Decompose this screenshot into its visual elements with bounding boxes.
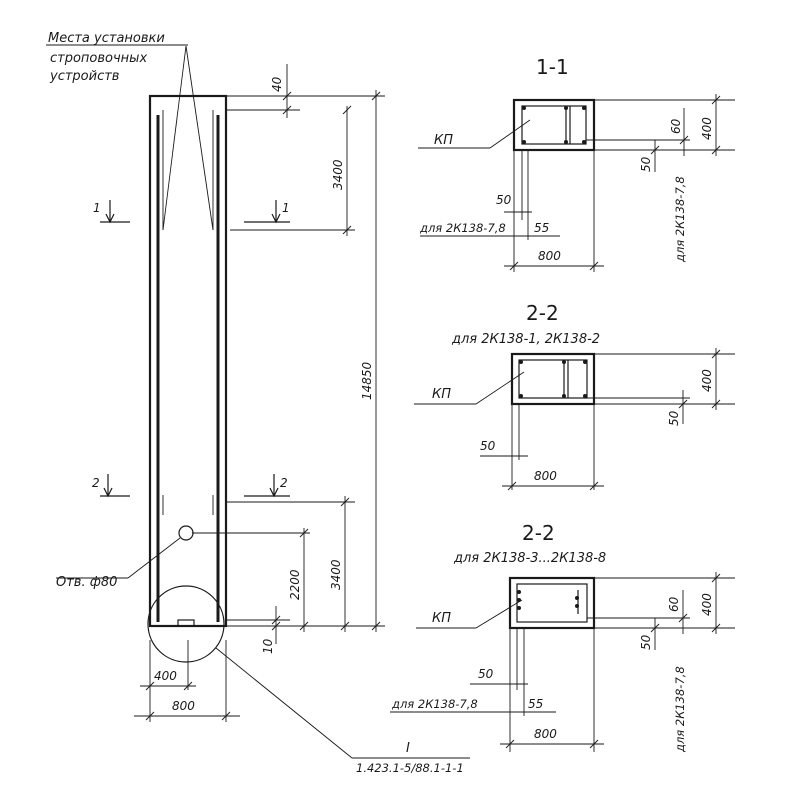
dim-top-40: 40 <box>270 76 284 92</box>
dim-half-width-400: 400 <box>154 669 177 683</box>
section-2b-note-left: для 2К138-7,8 <box>391 697 478 711</box>
section-1-title: 1-1 <box>536 55 569 79</box>
section-2-2-a: 2-2 для 2К138-1, 2К138-2 КП 400 50 50 80… <box>414 301 735 491</box>
section-1-dim-800: 800 <box>538 249 561 263</box>
section-2b-dim-60: 60 <box>667 596 681 612</box>
section-1-dim-50-right: 50 <box>639 156 653 172</box>
lifting-note-line3: устройств <box>49 69 119 84</box>
section-1-dim-50-left: 50 <box>496 193 512 207</box>
cut2-right-label: 2 <box>280 476 288 490</box>
node-ref: 1.423.1-5/88.1-1-1 <box>356 761 464 775</box>
section-2a-kp: КП <box>432 387 451 402</box>
section-2b-dim-400: 400 <box>700 593 714 616</box>
dim-lower-3400: 3400 <box>329 559 343 590</box>
section-2b-dim-50-right: 50 <box>639 634 653 650</box>
section-2b-title: 2-2 <box>522 521 555 545</box>
cut1-right-label: 1 <box>282 201 290 215</box>
hole-circle <box>178 525 194 541</box>
section-2-2-b: 2-2 для 2К138-3...2К138-8 КП 400 60 50 д… <box>390 521 735 753</box>
hole-label: Отв. ф80 <box>56 575 117 590</box>
dim-upper-3400: 3400 <box>331 159 345 190</box>
section-2b-dim-800: 800 <box>534 727 557 741</box>
section-1-dim-400: 400 <box>700 117 714 140</box>
dim-total-14850: 14850 <box>360 361 374 400</box>
section-2b-dim-50-left: 50 <box>478 667 494 681</box>
section-1-dim-55: 55 <box>534 221 549 235</box>
section-1-note-left: для 2К138-7,8 <box>419 221 506 235</box>
section-1-dim-60: 60 <box>669 118 683 134</box>
section-2b-dim-55: 55 <box>528 697 543 711</box>
section-1-1: 1-1 КП 400 60 50 для 2К138-7,8 50 <box>418 55 735 272</box>
node-label: I <box>406 741 410 756</box>
section-2a-dim-50-left: 50 <box>480 439 496 453</box>
section-2b-note-right: для 2К138-7,8 <box>673 666 687 753</box>
section-2b-kp: КП <box>432 611 451 626</box>
column-outline <box>148 94 228 628</box>
node-circle <box>147 585 225 663</box>
section-1-kp: КП <box>434 133 453 148</box>
section-2a-title: 2-2 <box>526 301 559 325</box>
dim-hole-2200: 2200 <box>288 569 302 600</box>
section-2a-dim-800: 800 <box>534 469 557 483</box>
section-2b-subtitle: для 2К138-3...2К138-8 <box>453 551 606 566</box>
dim-bottom-10: 10 <box>261 638 275 654</box>
section-2a-dim-50-right: 50 <box>667 410 681 426</box>
lifting-note-line1: Места установки <box>48 31 165 46</box>
dim-width-800: 800 <box>172 699 195 713</box>
section-1-note-right: для 2К138-7,8 <box>673 176 687 263</box>
section-2a-dim-400: 400 <box>700 369 714 392</box>
section-2a-subtitle: для 2К138-1, 2К138-2 <box>451 332 600 347</box>
column-elevation: Места установки строповочных устройств 1… <box>46 31 470 775</box>
cut2-left-label: 2 <box>92 476 100 490</box>
cut1-left-label: 1 <box>93 201 101 215</box>
lifting-note-line2: строповочных <box>50 51 147 66</box>
